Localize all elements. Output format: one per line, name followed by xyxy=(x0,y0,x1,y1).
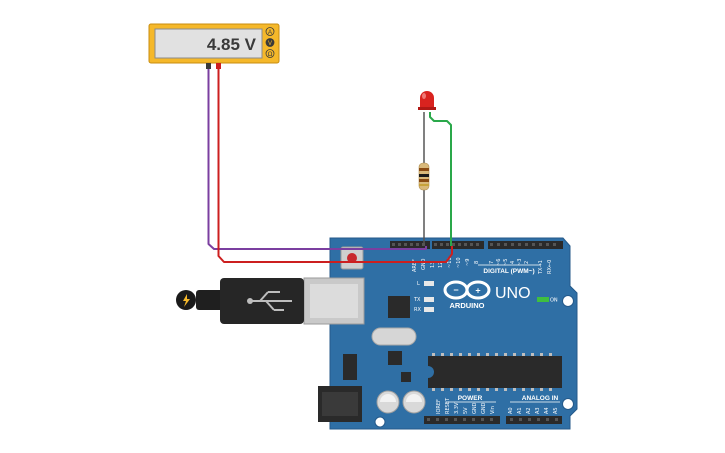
capacitor xyxy=(376,390,400,414)
smd-transistor xyxy=(401,372,411,382)
svg-text:−: − xyxy=(453,285,458,295)
svg-text:AREF: AREF xyxy=(412,259,418,272)
lightning-icon xyxy=(183,294,190,307)
svg-text:13: 13 xyxy=(430,262,436,268)
atmega-chip xyxy=(428,353,562,391)
multimeter-reading: 4.85 V xyxy=(207,35,257,54)
multimeter-display xyxy=(154,28,263,59)
svg-text:3.3V: 3.3V xyxy=(454,402,460,414)
analog-pin-labels: A0 A1 A2 A3 A4 A5 xyxy=(508,407,559,414)
svg-text:RESET: RESET xyxy=(445,397,451,414)
wire-green-led[interactable] xyxy=(429,112,452,246)
brand-label: ARDUINO xyxy=(450,301,485,310)
dc-power-jack xyxy=(318,386,362,422)
svg-text:A1: A1 xyxy=(517,407,523,414)
status-leds: L TX RX ON xyxy=(413,281,558,313)
svg-text:Ω: Ω xyxy=(268,51,273,58)
header-analog xyxy=(506,416,562,424)
svg-text:12: 12 xyxy=(438,262,444,268)
svg-text:5V: 5V xyxy=(463,407,469,414)
model-label: UNO xyxy=(495,285,531,302)
svg-text:RX←0: RX←0 xyxy=(547,260,553,274)
wires xyxy=(207,69,453,263)
digital-header-label: DIGITAL (PWM~) xyxy=(483,268,534,275)
svg-text:L: L xyxy=(417,281,420,287)
capacitor xyxy=(402,390,426,414)
svg-text:V: V xyxy=(268,41,272,47)
svg-text:A: A xyxy=(268,30,272,36)
mode-button-volts[interactable]: V xyxy=(265,38,275,48)
svg-text:4: 4 xyxy=(510,261,516,264)
svg-text:A0: A0 xyxy=(508,407,514,414)
svg-text:IOREF: IOREF xyxy=(436,399,442,414)
probe-terminal-v[interactable] xyxy=(216,63,221,69)
svg-text:+: + xyxy=(475,286,480,296)
svg-text:A3: A3 xyxy=(535,407,541,414)
mounting-hole xyxy=(374,416,386,428)
reset-button[interactable] xyxy=(340,246,364,270)
svg-text:A5: A5 xyxy=(553,407,559,414)
probe-terminal-com[interactable] xyxy=(206,63,211,69)
svg-text:GND: GND xyxy=(472,402,478,414)
svg-text:~9: ~9 xyxy=(465,259,471,266)
wire-purple-gnd[interactable] xyxy=(207,69,427,250)
multimeter[interactable]: 4.85 V A V Ω xyxy=(148,23,280,69)
svg-text:GND: GND xyxy=(481,402,487,414)
svg-text:GND: GND xyxy=(421,258,427,270)
red-led[interactable] xyxy=(418,91,436,110)
usb-symbol-dot xyxy=(247,298,253,304)
header-power xyxy=(424,416,500,424)
smd-ic xyxy=(388,351,402,365)
svg-text:A2: A2 xyxy=(526,407,532,414)
svg-text:RX: RX xyxy=(414,307,421,313)
svg-text:~6: ~6 xyxy=(496,259,502,266)
svg-text:~11: ~11 xyxy=(447,257,453,268)
usb-symbol-icon xyxy=(250,291,292,311)
svg-text:~5: ~5 xyxy=(503,259,509,266)
arduino-board[interactable]: AREF GND 13 12 ~11 ~10 ~9 8 7 ~6 ~5 4 ~3… xyxy=(303,237,578,430)
resistor[interactable] xyxy=(418,162,430,191)
crystal-oscillator xyxy=(371,327,417,346)
mounting-hole xyxy=(562,398,574,410)
svg-text:2: 2 xyxy=(524,261,530,264)
mounting-hole xyxy=(562,295,574,307)
svg-text:~3: ~3 xyxy=(517,259,523,266)
usb-cable-strain-relief xyxy=(196,290,226,310)
svg-text:8: 8 xyxy=(474,261,480,264)
usb-chip xyxy=(388,296,410,318)
infinity-logo-icon: − + xyxy=(443,280,491,300)
svg-text:TX→1: TX→1 xyxy=(538,260,544,275)
svg-text:ON: ON xyxy=(550,298,558,304)
usb-port-inner xyxy=(310,284,358,318)
svg-text:7: 7 xyxy=(489,261,495,264)
power-pin-labels: IOREF RESET 3.3V 5V GND GND Vin xyxy=(436,397,496,414)
svg-text:TX: TX xyxy=(413,297,421,303)
wire-red-pin10[interactable] xyxy=(217,69,453,263)
top-pin-labels: AREF GND 13 12 ~11 ~10 ~9 8 7 ~6 ~5 4 ~3… xyxy=(412,257,553,275)
mode-button-ohms[interactable]: Ω xyxy=(265,49,275,59)
mode-button-amps[interactable]: A xyxy=(265,27,275,37)
analog-header-label: ANALOG IN xyxy=(522,395,559,402)
svg-text:~10: ~10 xyxy=(456,257,462,268)
usb-cable[interactable] xyxy=(176,278,304,324)
svg-text:A4: A4 xyxy=(544,407,550,414)
svg-text:Vin: Vin xyxy=(490,406,496,414)
power-led xyxy=(537,297,549,302)
power-header-label: POWER xyxy=(458,395,483,402)
voltage-regulator xyxy=(343,354,357,380)
